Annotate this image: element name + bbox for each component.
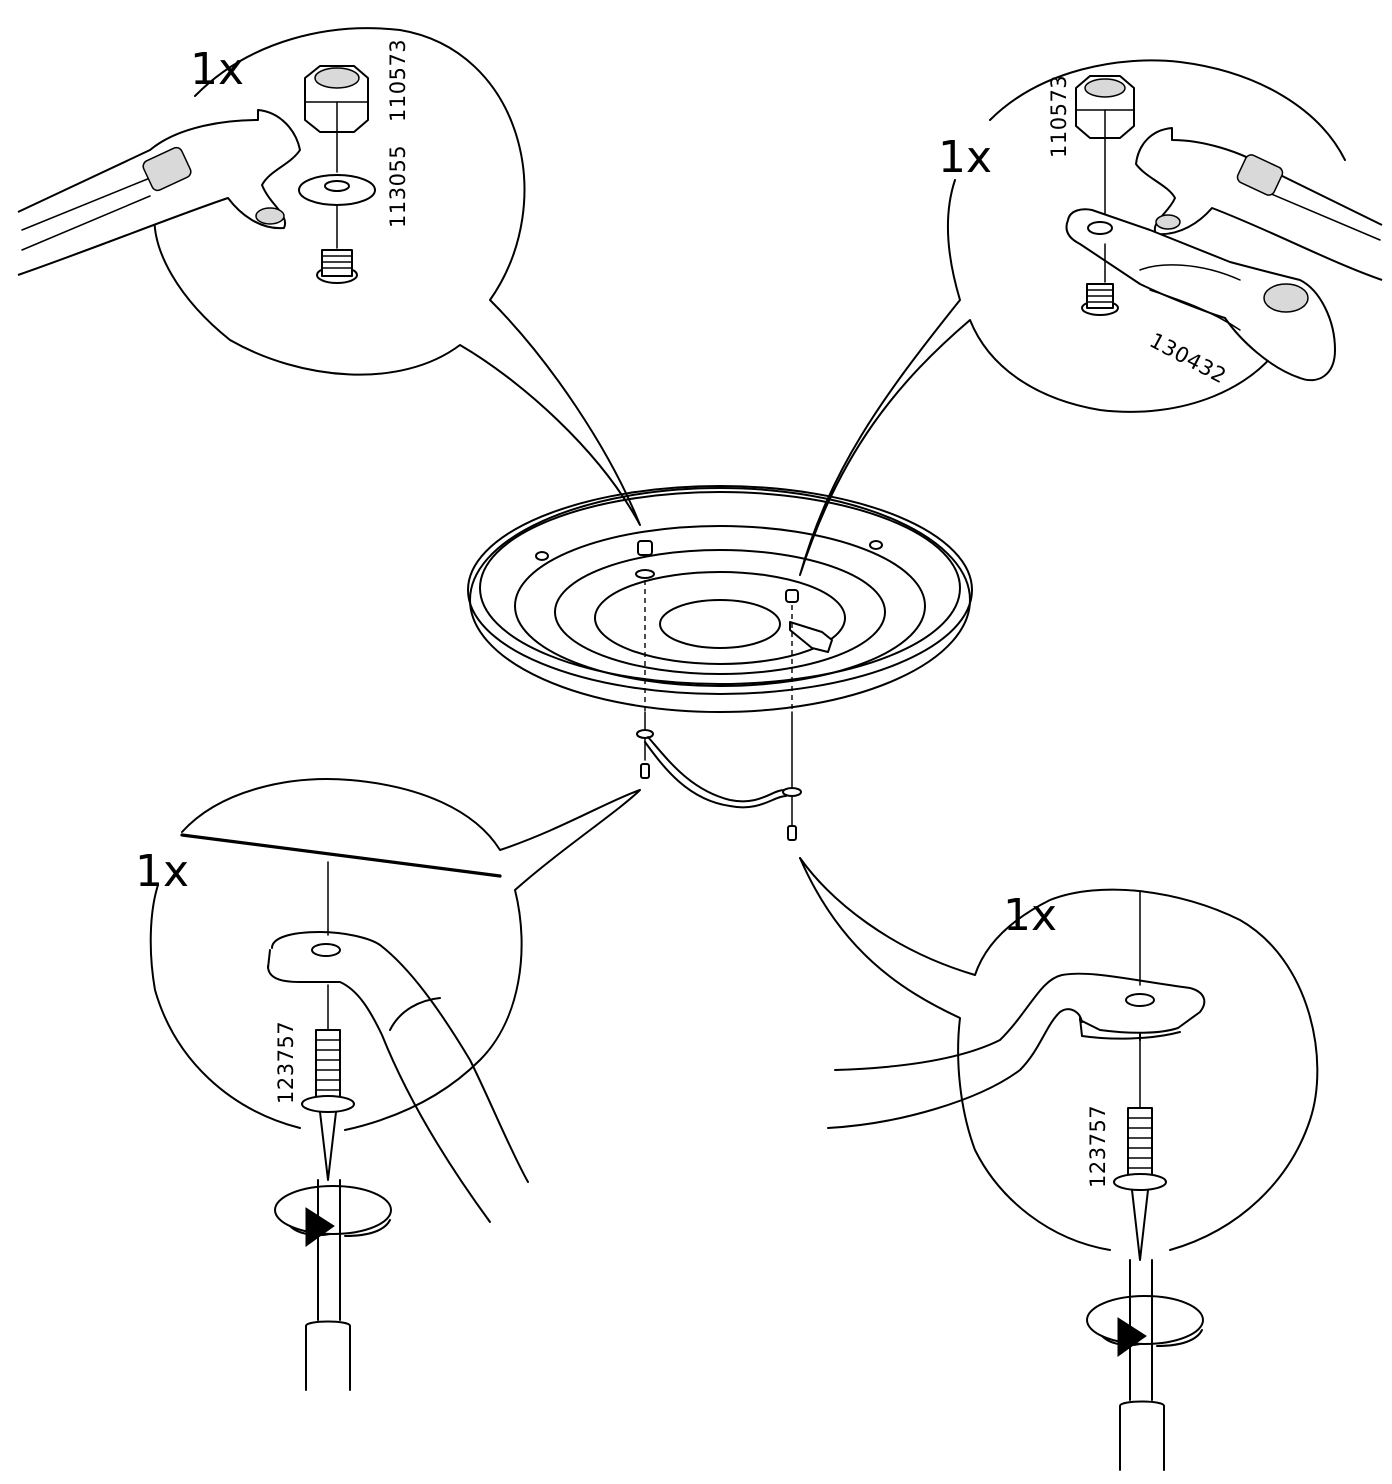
earth-wire-lug-icon (827, 972, 1206, 1129)
threaded-stud-icon (1081, 283, 1119, 316)
part-number-123757: 123757 (1086, 1105, 1110, 1188)
nut-icon (1075, 75, 1135, 139)
part-number-110573: 110573 (386, 39, 410, 122)
callout-top-left: 1x 110573 (17, 27, 641, 526)
earth-wire-lug-icon (267, 931, 529, 1223)
part-number-123757: 123757 (274, 1021, 298, 1104)
callout-bottom-right: 1x (799, 857, 1319, 1471)
quantity-label: 1x (190, 44, 244, 95)
screw-icon (301, 1029, 355, 1113)
screwdriver-icon (305, 1111, 351, 1391)
screw-icon (1113, 1107, 1167, 1191)
rotate-clockwise-icon (1086, 1295, 1204, 1357)
earth-wire-icon (636, 729, 802, 841)
part-number-110573: 110573 (1047, 75, 1071, 158)
rotate-clockwise-icon (274, 1185, 392, 1247)
part-number-113055: 113055 (386, 145, 410, 228)
callout-top-right: 1x (799, 59, 1383, 576)
callout-bottom-left: 1x (135, 778, 641, 1391)
adjustable-wrench-icon (1135, 127, 1383, 281)
washer-icon (298, 174, 376, 206)
nut-icon (304, 65, 369, 133)
quantity-label: 1x (938, 132, 992, 183)
ceiling-plate-icon (467, 485, 973, 836)
part-number-130432: 130432 (1146, 328, 1231, 388)
threaded-stud-icon (316, 249, 358, 284)
quantity-label: 1x (1003, 890, 1057, 941)
adjustable-wrench-icon (17, 109, 301, 276)
cable-tag-icon (1065, 208, 1336, 382)
quantity-label: 1x (135, 846, 189, 897)
